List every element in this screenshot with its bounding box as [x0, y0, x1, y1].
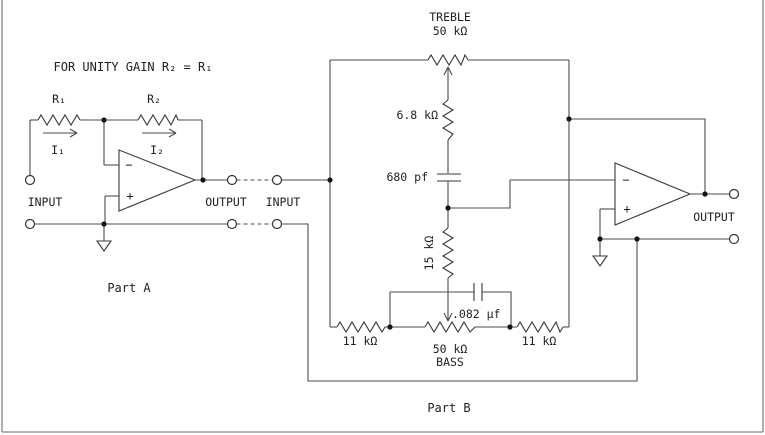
junction-dot	[101, 117, 107, 123]
treble-cap-label: 680 pf	[386, 170, 428, 184]
current-arrow-i1	[43, 128, 78, 138]
junction-dot	[387, 324, 393, 330]
treble-wiper-arrow	[443, 66, 453, 100]
output-terminal-top-b	[728, 188, 740, 200]
treble-value-label: 50 kΩ	[433, 24, 468, 38]
junction-dot	[200, 177, 206, 183]
junction-dot	[597, 236, 603, 242]
junction-dot	[445, 205, 451, 211]
input-label-a: INPUT	[28, 195, 63, 209]
part-a-circuit: FOR UNITY GAIN R₂ = R₁ R₁ R₂ I₁ I₂ INPUT	[24, 60, 247, 295]
opamp-b-minus-icon: −	[622, 173, 629, 187]
input-terminal-bottom-a	[24, 218, 36, 230]
r2-label: R₂	[147, 92, 161, 106]
bass-potentiometer	[424, 320, 476, 334]
output-terminal-bottom-a	[226, 218, 238, 230]
current-arrow-i2	[142, 128, 177, 138]
junction-dot	[566, 116, 572, 122]
output-terminal-top-a	[226, 174, 238, 186]
r1-label: R₁	[52, 92, 66, 106]
input-terminal-top-a	[24, 174, 36, 186]
bass-cap-label: .082 µf	[452, 307, 500, 321]
left-resistor-11k	[336, 320, 386, 334]
input-label-b: INPUT	[266, 195, 301, 209]
ground-symbol-b	[591, 239, 609, 267]
treble-potentiometer	[427, 53, 469, 67]
ground-symbol-a	[95, 224, 113, 252]
junction-dot	[507, 324, 513, 330]
part-a-caption: Part A	[107, 281, 151, 295]
interstage-links	[236, 179, 273, 225]
resistor-r2	[137, 113, 179, 127]
junction-dot	[101, 221, 107, 227]
series-resistor-label: 6.8 kΩ	[396, 108, 438, 122]
opamp-b-plus-icon: +	[623, 202, 630, 216]
junction-dot	[634, 236, 640, 242]
left-resistor-label: 11 kΩ	[343, 334, 378, 348]
bass-value-label: 50 kΩ	[433, 342, 468, 356]
wiper-resistor-label: 15 kΩ	[422, 236, 436, 271]
input-terminal-bottom-b	[271, 218, 283, 230]
input-terminal-top-b	[271, 174, 283, 186]
i2-label: I₂	[150, 143, 164, 157]
bass-label: BASS	[436, 355, 464, 369]
treble-label: TREBLE	[429, 10, 471, 24]
opamp-a-plus-icon: +	[126, 189, 133, 203]
right-resistor-11k	[516, 320, 564, 334]
resistor-r1	[37, 113, 81, 127]
junction-dot	[702, 191, 708, 197]
series-resistor-6_8k	[441, 99, 455, 141]
output-label-b: OUTPUT	[693, 210, 735, 224]
treble-capacitor-680pf	[437, 173, 461, 182]
part-b-circuit: INPUT TREBLE 50 kΩ 6.8 kΩ 680 pf 15 kΩ	[266, 10, 740, 415]
output-label-a: OUTPUT	[205, 195, 247, 209]
bass-capacitor-082uf	[473, 283, 483, 301]
output-terminal-bottom-b	[728, 233, 740, 245]
junction-dot	[327, 177, 333, 183]
opamp-a	[118, 149, 197, 212]
wiper-resistor-15k	[441, 227, 455, 279]
opamp-b	[614, 162, 692, 226]
opamp-a-minus-icon: −	[125, 158, 132, 172]
i1-label: I₁	[51, 143, 65, 157]
bass-wiper-arrow	[443, 278, 453, 322]
right-resistor-label: 11 kΩ	[522, 334, 557, 348]
unity-gain-note: FOR UNITY GAIN R₂ = R₁	[54, 60, 213, 74]
part-b-caption: Part B	[427, 401, 470, 415]
